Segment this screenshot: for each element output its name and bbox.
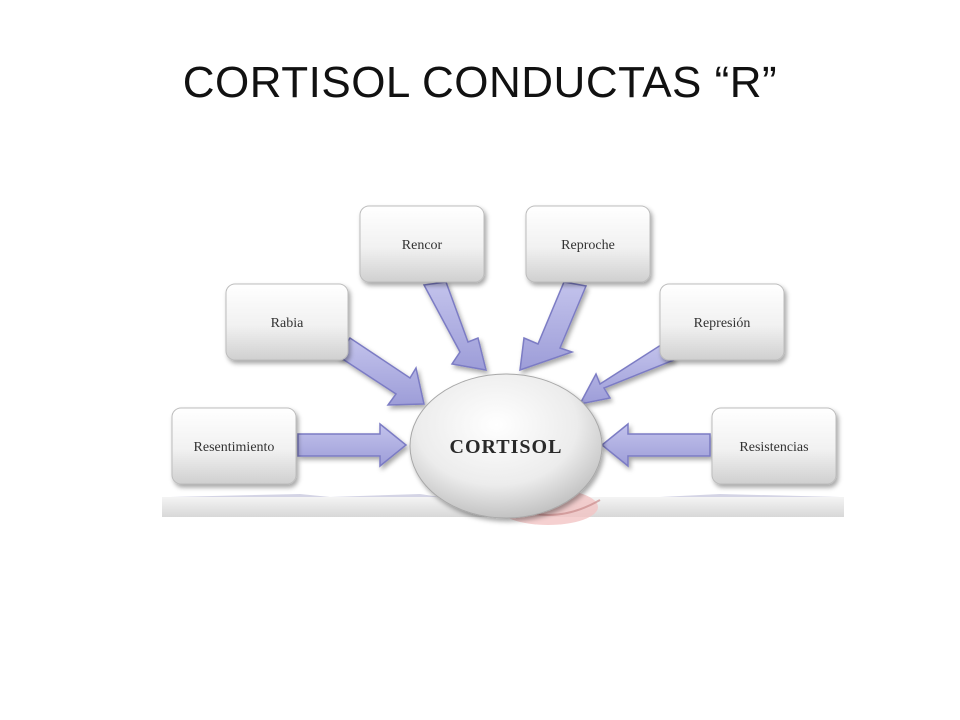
node-label-rabia: Rabia xyxy=(271,316,304,331)
arrow-rabia xyxy=(336,336,425,406)
arrow-resistencias xyxy=(600,422,711,468)
arrow-reproche xyxy=(519,281,588,372)
node-box-rabia: Rabia xyxy=(225,283,349,361)
arrow-represion xyxy=(578,341,676,406)
node-box-resistencias: Resistencias xyxy=(711,407,837,485)
node-box-rencor: Rencor xyxy=(359,205,485,283)
node-box-represion: Represión xyxy=(659,283,785,361)
node-box-reproche: Reproche xyxy=(525,205,651,283)
node-label-reproche: Reproche xyxy=(561,238,615,253)
node-label-resistencias: Resistencias xyxy=(739,440,808,455)
node-label-represion: Represión xyxy=(694,316,751,331)
node-box-resentimiento: Resentimiento xyxy=(171,407,297,485)
center-node: CORTISOL xyxy=(409,373,603,519)
arrow-resentimiento xyxy=(297,422,408,468)
node-label-rencor: Rencor xyxy=(402,238,443,253)
slide-title: CORTISOL CONDUCTAS “R” xyxy=(182,58,778,107)
center-label: CORTISOL xyxy=(450,436,563,458)
node-label-resentimiento: Resentimiento xyxy=(194,440,275,455)
arrow-rencor xyxy=(422,281,488,371)
